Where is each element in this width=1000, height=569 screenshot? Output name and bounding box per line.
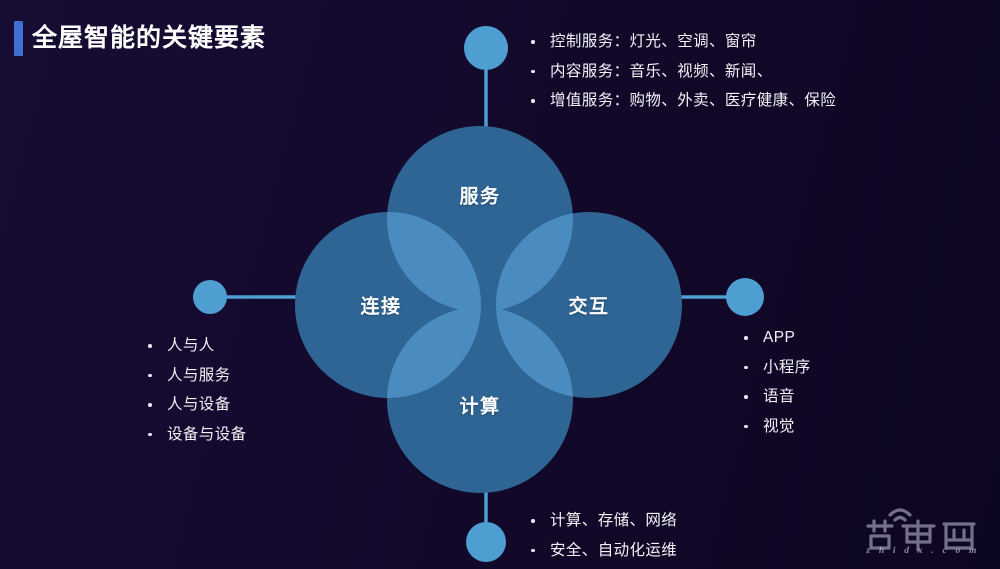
interact-node[interactable] [726, 278, 764, 316]
list-item: 人与人 [145, 331, 247, 361]
list-item: 小程序 [741, 353, 811, 383]
list-item: 人与设备 [145, 390, 247, 420]
list-item: 计算、存储、网络 [528, 506, 677, 536]
title-accent-bar [14, 21, 23, 56]
list-item: 语音 [741, 382, 811, 412]
petal-label-compute: 计算 [459, 396, 501, 418]
service-bullet-list: 控制服务：灯光、空调、窗帘 内容服务：音乐、视频、新闻、 增值服务：购物、外卖、… [528, 27, 836, 116]
petal-label-connect: 连接 [360, 296, 402, 318]
list-item: 设备与设备 [145, 420, 247, 450]
list-item: 安全、自动化运维 [528, 536, 677, 566]
petal-label-service: 服务 [459, 186, 501, 208]
interact-bullet-list: APP 小程序 语音 视觉 [741, 323, 811, 441]
page-title: 全屋智能的关键要素 [32, 24, 267, 52]
list-item: 内容服务：音乐、视频、新闻、 [528, 57, 836, 87]
list-item: 人与服务 [145, 361, 247, 391]
connect-node[interactable] [193, 280, 227, 314]
zhidx-logo-icon [866, 508, 976, 552]
compute-bullet-list: 计算、存储、网络 安全、自动化运维 [528, 506, 677, 565]
connect-bullet-list: 人与人 人与服务 人与设备 设备与设备 [145, 331, 247, 449]
service-node[interactable] [464, 26, 508, 70]
list-item: 视觉 [741, 412, 811, 442]
compute-node[interactable] [466, 522, 506, 562]
list-item: 增值服务：购物、外卖、医疗健康、保险 [528, 86, 836, 116]
list-item: APP [741, 323, 811, 353]
petal-label-interact: 交互 [568, 296, 610, 318]
list-item: 控制服务：灯光、空调、窗帘 [528, 27, 836, 57]
watermark-domain: z h i d x . c o m [866, 546, 980, 556]
